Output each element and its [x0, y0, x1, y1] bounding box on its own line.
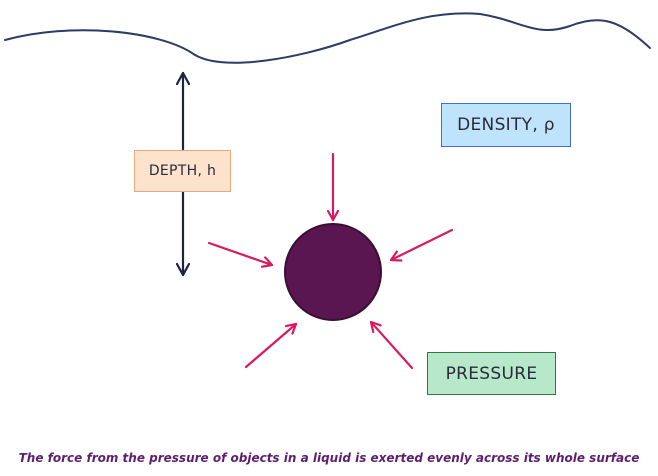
diagram-caption: The force from the pressure of objects i…: [18, 451, 640, 465]
water-surface-line: [4, 12, 651, 64]
pressure-arrows: [207, 152, 454, 370]
pressure-arrow-icon: [369, 320, 414, 370]
pressure-label: PRESSURE: [427, 352, 556, 395]
density-label: DENSITY, ρ: [441, 103, 571, 147]
pressure-arrow-icon: [389, 228, 454, 260]
pressure-arrow-icon: [244, 322, 298, 369]
submerged-object-circle: [284, 223, 382, 321]
depth-label: DEPTH, h: [134, 150, 231, 192]
pressure-arrow-icon: [207, 241, 274, 265]
